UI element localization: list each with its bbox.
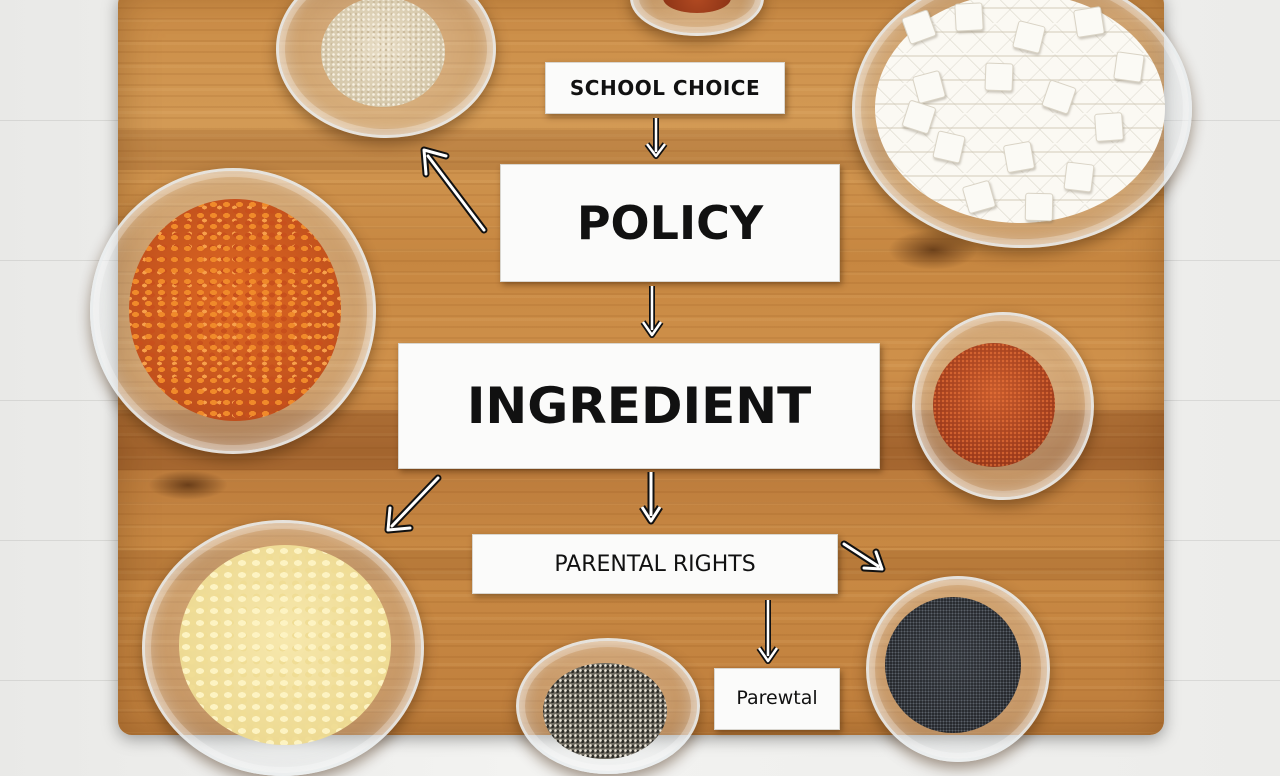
sesame-seeds (321, 0, 445, 107)
tofu-cube (901, 99, 937, 135)
red-spice (663, 0, 731, 13)
tofu-cube (1063, 161, 1095, 193)
rice (179, 545, 391, 745)
ingredient-text: INGREDIENT (466, 377, 812, 435)
arrow-down-policy-to-ingredient (640, 286, 664, 338)
tofu-cube (1002, 140, 1036, 174)
ingredient-label: INGREDIENT (398, 343, 880, 469)
poppy-seeds-bowl (866, 576, 1050, 762)
arrow-down-ingredient-to-parental (639, 472, 663, 525)
parental-partial-label: Parewtal (714, 668, 840, 730)
arrow-down-right (840, 540, 886, 573)
red-lentils (129, 199, 341, 421)
parental-rights-label: PARENTAL RIGHTS (472, 534, 838, 594)
school-choice-label: SCHOOL CHOICE (545, 62, 785, 114)
paprika-bowl (912, 312, 1094, 500)
tofu-cube (961, 179, 997, 215)
poppy-seeds (885, 597, 1021, 733)
rice-bowl (142, 520, 424, 776)
tofu-cube (1094, 112, 1124, 142)
tofu-cube (954, 2, 984, 32)
tofu-cube (1012, 20, 1046, 54)
tofu-cube (901, 9, 937, 45)
paprika (933, 343, 1055, 467)
tofu-cube (1113, 51, 1145, 83)
arrow-down-school-to-policy (644, 118, 668, 159)
tofu-cube (1041, 79, 1077, 115)
tofu-cubes (875, 0, 1165, 223)
school-choice-text: SCHOOL CHOICE (569, 76, 761, 100)
tofu-cube (911, 69, 947, 105)
parental-rights-text: PARENTAL RIGHTS (554, 551, 756, 577)
policy-label: POLICY (500, 164, 840, 282)
ground-pepper (543, 663, 667, 759)
pepper-bowl (516, 638, 700, 774)
red-lentils-bowl (90, 168, 376, 454)
tofu-cube (1072, 5, 1106, 39)
arrow-down-left (384, 474, 442, 534)
tofu-cube (984, 62, 1014, 92)
policy-text: POLICY (576, 196, 764, 250)
tofu-cubes-bowl (852, 0, 1192, 248)
parental-partial-text: Parewtal (736, 687, 818, 709)
arrow-down-parental-to-partial (756, 600, 780, 664)
arrow-up-left (420, 146, 488, 234)
tofu-cube (932, 130, 966, 164)
tofu-cube (1024, 192, 1054, 222)
